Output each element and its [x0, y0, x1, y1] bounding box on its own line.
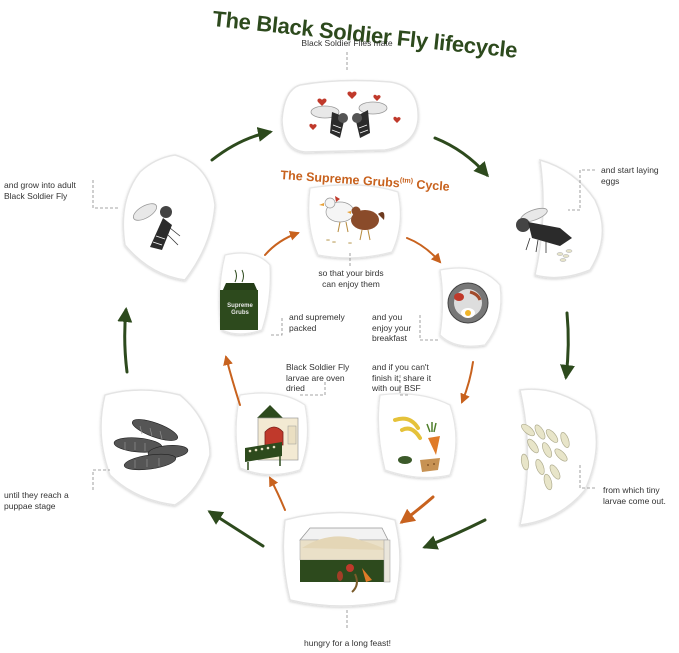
label-lay: and start laying eggs	[601, 165, 659, 186]
bag-text: Supreme Grubs	[227, 303, 253, 316]
arrow-larvae-to-feast	[422, 518, 487, 550]
pupae-icon	[113, 419, 189, 471]
label-breakfast: and you enjoy your breakfast	[372, 312, 412, 343]
outer-cards	[100, 79, 604, 607]
label-mate: Black Soldier Flies mate	[301, 38, 393, 48]
arrow-feast-to-pupae	[207, 510, 265, 548]
card-lay	[534, 158, 604, 279]
food-scraps-icon	[393, 416, 440, 472]
mating-flies-icon	[309, 91, 401, 138]
outer-arrows	[117, 127, 575, 550]
grub-bag-icon	[220, 269, 258, 330]
breakfast-plate-icon	[447, 282, 489, 324]
eggs-larvae-icon	[520, 423, 570, 491]
card-mate	[281, 79, 419, 153]
arrow-feast-to-oven	[269, 476, 286, 511]
label-leftovers: and if you can't finish it, share it wit…	[372, 362, 432, 393]
label-birds: so that your birds can enjoy them	[318, 268, 384, 289]
arrow-mate-to-lay	[433, 136, 489, 178]
label-adult: and grow into adult Black Soldier Fly	[4, 180, 76, 201]
inner-arrows	[223, 230, 474, 524]
label-larvae: from which tiny larvae come out.	[603, 485, 666, 506]
label-oven: Black Soldier Fly larvae are oven dried	[286, 362, 350, 393]
arrow-birds-to-breakfast	[406, 237, 442, 264]
label-feast: hungry for a long feast!	[304, 638, 391, 648]
adult-fly-icon	[132, 203, 181, 250]
arrow-packed-to-birds	[264, 230, 300, 256]
label-pupae: until they reach a puppae stage	[4, 490, 69, 511]
arrow-pupae-to-adult	[117, 307, 133, 374]
arrow-breakfast-to-leftovers	[460, 361, 474, 404]
arrow-lay-to-larvae	[560, 311, 575, 380]
leader-lines	[92, 52, 595, 630]
arrow-leftovers-to-feast	[399, 495, 435, 524]
oven-icon	[245, 405, 299, 470]
arrow-oven-to-packed	[223, 355, 241, 406]
arrow-adult-to-mate	[210, 127, 273, 162]
card-adult	[122, 154, 216, 281]
subtitle-superscript: (tm)	[399, 177, 414, 186]
larvae-bin-icon	[299, 527, 391, 593]
label-packed: and supremely packed	[289, 312, 345, 333]
fly-laying-eggs-icon	[516, 207, 573, 262]
birds-icon	[319, 196, 385, 244]
subtitle-suffix: Cycle	[412, 177, 451, 194]
